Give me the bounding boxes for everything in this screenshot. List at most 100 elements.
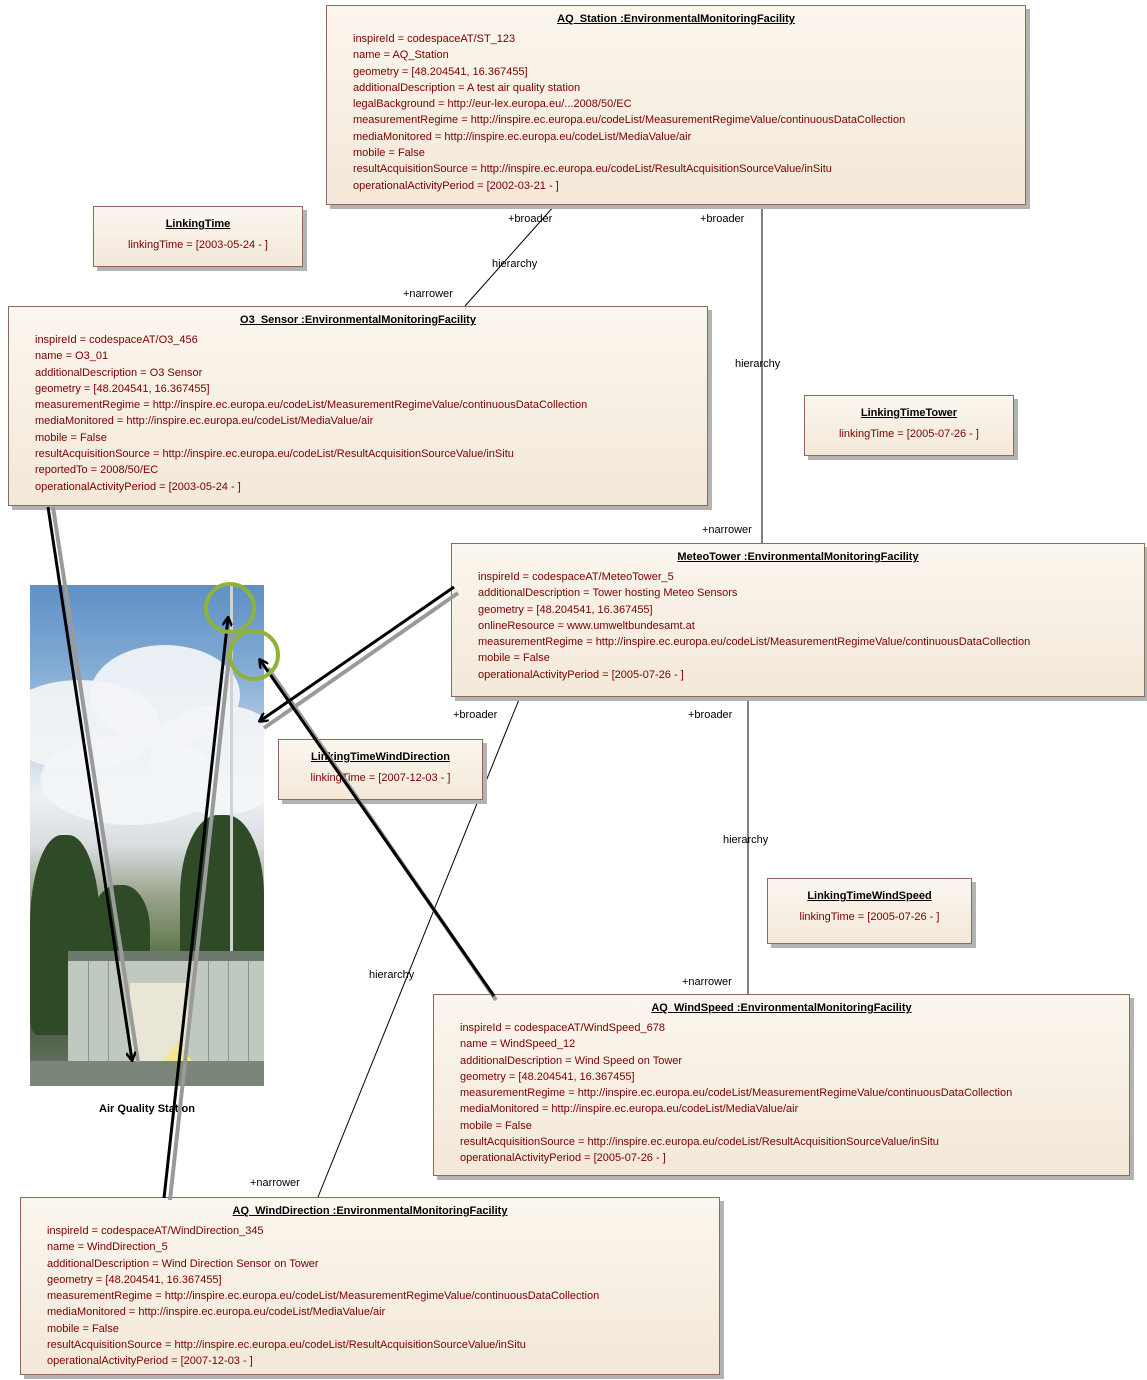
- attribute: name = WindSpeed_12: [460, 1038, 576, 1051]
- attribute: geometry = [48.204541, 16.367455]: [478, 603, 653, 616]
- highlight-circle: [228, 629, 280, 681]
- attribute: mediaMonitored = http://inspire.ec.europ…: [47, 1306, 386, 1319]
- attribute: operationalActivityPeriod = [2003-05-24 …: [35, 480, 241, 493]
- aq-station-box[interactable]: AQ_Station :EnvironmentalMonitoringFacil…: [326, 5, 1026, 205]
- attribute: geometry = [48.204541, 16.367455]: [47, 1273, 222, 1286]
- connector-meteo-winddirection: [317, 696, 521, 1198]
- attribute: measurementRegime = http://inspire.ec.eu…: [47, 1290, 600, 1303]
- photo-mast: [230, 585, 233, 1086]
- attribute: operationalActivityPeriod = [2005-07-26 …: [460, 1152, 666, 1165]
- attribute: legalBackground = http://eur-lex.europa.…: [353, 98, 632, 111]
- narrower-label: +narrower: [702, 524, 752, 536]
- attribute: mobile = False: [353, 147, 425, 160]
- o3-sensor-attributes: inspireId = codespaceAT/O3_456 name = O3…: [35, 332, 707, 495]
- attribute: inspireId = codespaceAT/MeteoTower_5: [478, 571, 674, 583]
- o3-sensor-title: O3_Sensor :EnvironmentalMonitoringFacili…: [240, 314, 476, 326]
- aq-wind-direction-title: AQ_WindDirection :EnvironmentalMonitorin…: [232, 1205, 508, 1217]
- attribute: geometry = [48.204541, 16.367455]: [353, 65, 528, 78]
- broader-label: +broader: [508, 213, 553, 225]
- meteo-tower-title: MeteoTower :EnvironmentalMonitoringFacil…: [677, 551, 919, 563]
- attribute: measurementRegime = http://inspire.ec.eu…: [478, 636, 1031, 649]
- highlight-circle: [204, 582, 256, 634]
- narrower-label: +narrower: [682, 976, 732, 988]
- linking-time-wind-direction-title: LinkingTimeWindDirection: [310, 751, 451, 763]
- attribute: inspireId = codespaceAT/WindSpeed_678: [460, 1022, 665, 1034]
- attribute: additionalDescription = O3 Sensor: [35, 366, 203, 379]
- linking-time-wind-speed-box[interactable]: LinkingTimeWindSpeed linkingTime = [2005…: [767, 878, 972, 944]
- arrow-shadow: [51, 506, 140, 1063]
- attribute: name = WindDirection_5: [47, 1241, 168, 1254]
- attribute: linkingTime = [2005-07-26 - ]: [799, 911, 940, 923]
- narrower-label: +narrower: [250, 1177, 300, 1189]
- meteo-tower-attributes: inspireId = codespaceAT/MeteoTower_5 add…: [478, 569, 1144, 683]
- attribute: resultAcquisitionSource = http://inspire…: [353, 163, 832, 176]
- attribute: name = O3_01: [35, 350, 109, 363]
- attribute: mobile = False: [478, 652, 550, 665]
- attribute: linkingTime = [2003-05-24 - ]: [128, 239, 268, 251]
- broader-label: +broader: [700, 213, 745, 225]
- attribute: geometry = [48.204541, 16.367455]: [460, 1070, 635, 1083]
- hierarchy-label: hierarchy: [735, 358, 781, 370]
- linking-time-wind-speed-title: LinkingTimeWindSpeed: [807, 890, 932, 902]
- attribute: mobile = False: [47, 1322, 119, 1335]
- linking-time-box[interactable]: LinkingTime linkingTime = [2003-05-24 - …: [93, 206, 303, 267]
- aq-station-attributes: inspireId = codespaceAT/ST_123 name = AQ…: [353, 31, 1025, 194]
- aq-wind-speed-attributes: inspireId = codespaceAT/WindSpeed_678 na…: [460, 1020, 1129, 1167]
- attribute: operationalActivityPeriod = [2002-03-21 …: [353, 179, 559, 192]
- photo-caption: Air Quality Station: [99, 1103, 195, 1115]
- linking-time-title: LinkingTime: [165, 218, 231, 230]
- attribute: mediaMonitored = http://inspire.ec.europ…: [35, 415, 374, 428]
- attribute: name = AQ_Station: [353, 49, 449, 62]
- aq-wind-direction-attributes: inspireId = codespaceAT/WindDirection_34…: [47, 1223, 719, 1370]
- broader-label: +broader: [453, 709, 498, 721]
- attribute: inspireId = codespaceAT/WindDirection_34…: [47, 1225, 264, 1237]
- attribute: measurementRegime = http://inspire.ec.eu…: [35, 399, 588, 412]
- arrow-shadow: [262, 591, 460, 730]
- attribute: measurementRegime = http://inspire.ec.eu…: [460, 1087, 1013, 1100]
- linking-time-tower-title: LinkingTimeTower: [860, 407, 958, 419]
- attribute: linkingTime = [2005-07-26 - ]: [839, 428, 979, 440]
- attribute: mediaMonitored = http://inspire.ec.europ…: [353, 130, 692, 143]
- attribute: additionalDescription = A test air quali…: [353, 81, 581, 94]
- broader-label: +broader: [688, 709, 733, 721]
- meteo-tower-box[interactable]: MeteoTower :EnvironmentalMonitoringFacil…: [451, 543, 1145, 697]
- attribute: mobile = False: [35, 431, 107, 444]
- attribute: geometry = [48.204541, 16.367455]: [35, 382, 210, 395]
- attribute: inspireId = codespaceAT/O3_456: [35, 334, 198, 346]
- photo-station-hut: [68, 951, 264, 1071]
- attribute: onlineResource = www.umweltbundesamt.at: [478, 619, 695, 632]
- attribute: inspireId = codespaceAT/ST_123: [353, 33, 516, 45]
- aq-station-title: AQ_Station :EnvironmentalMonitoringFacil…: [557, 13, 795, 25]
- attribute: additionalDescription = Wind Speed on To…: [460, 1054, 683, 1067]
- narrower-label: +narrower: [403, 288, 453, 300]
- hierarchy-label: hierarchy: [723, 834, 769, 846]
- aq-wind-direction-box[interactable]: AQ_WindDirection :EnvironmentalMonitorin…: [20, 1197, 720, 1375]
- photo-cloud: [40, 735, 220, 825]
- linking-time-wind-direction-box[interactable]: LinkingTimeWindDirection linkingTime = […: [278, 739, 483, 800]
- arrow-winddirection-to-mast: [162, 618, 228, 1199]
- photo-ground: [30, 1061, 264, 1086]
- hierarchy-label: hierarchy: [492, 258, 538, 270]
- aq-wind-speed-box[interactable]: AQ_WindSpeed :EnvironmentalMonitoringFac…: [433, 994, 1130, 1176]
- arrow-windspeed-to-mast: [260, 660, 496, 997]
- attribute: operationalActivityPeriod = [2007-12-03 …: [47, 1355, 253, 1368]
- hierarchy-label: hierarchy: [369, 969, 415, 981]
- aq-wind-speed-title: AQ_WindSpeed :EnvironmentalMonitoringFac…: [651, 1002, 912, 1014]
- o3-sensor-box[interactable]: O3_Sensor :EnvironmentalMonitoringFacili…: [8, 306, 708, 506]
- attribute: measurementRegime = http://inspire.ec.eu…: [353, 114, 906, 127]
- attribute: reportedTo = 2008/50/EC: [35, 464, 159, 477]
- arrow-shadow: [168, 629, 234, 1201]
- attribute: mediaMonitored = http://inspire.ec.europ…: [460, 1103, 799, 1116]
- arrow-meteotower-to-mast: [260, 585, 455, 721]
- attribute: resultAcquisitionSource = http://inspire…: [47, 1339, 526, 1352]
- attribute: additionalDescription = Wind Direction S…: [47, 1257, 319, 1270]
- arrow-o3-to-photo: [46, 506, 132, 1060]
- linking-time-tower-box[interactable]: LinkingTimeTower linkingTime = [2005-07-…: [804, 395, 1014, 456]
- attribute: resultAcquisitionSource = http://inspire…: [460, 1136, 939, 1149]
- connector-station-o3: [464, 204, 556, 307]
- attribute: mobile = False: [460, 1119, 532, 1132]
- attribute: resultAcquisitionSource = http://inspire…: [35, 448, 514, 461]
- attribute: additionalDescription = Tower hosting Me…: [478, 587, 738, 600]
